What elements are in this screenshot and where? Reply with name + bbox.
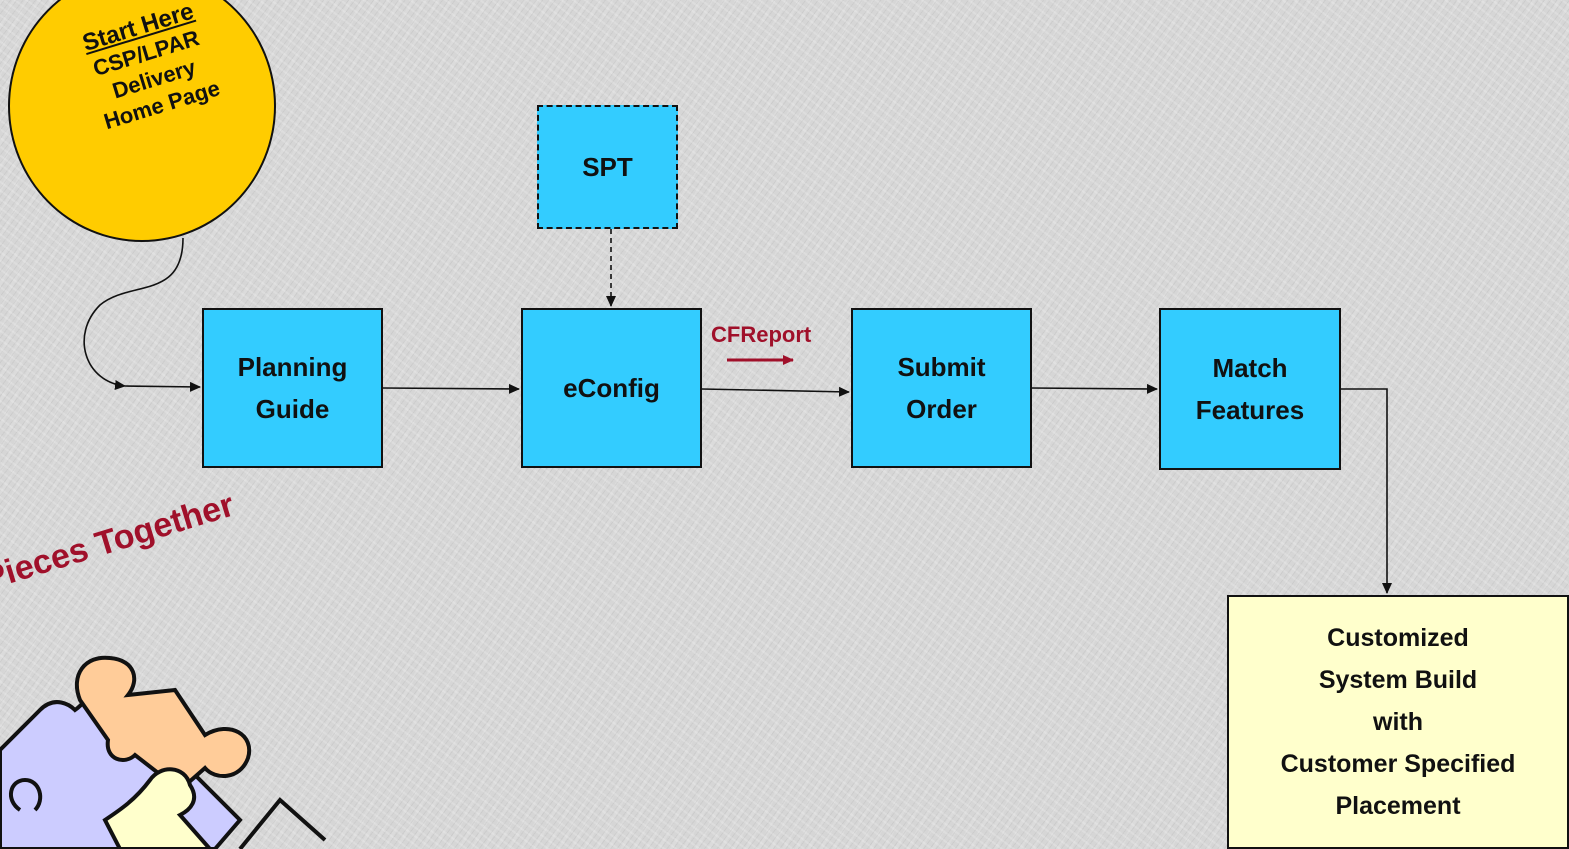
outcome-line: Customized <box>1327 624 1469 652</box>
node-label: SPT <box>582 152 633 182</box>
arrow-econfig-to-submit <box>701 386 850 397</box>
outcome-line: with <box>1373 708 1423 736</box>
node-label: Match <box>1212 353 1288 383</box>
node-match-features[interactable]: Match Features <box>1159 308 1341 470</box>
node-planning-guide[interactable]: Planning Guide <box>202 308 383 468</box>
outcome-line: Customer Specified <box>1280 750 1516 778</box>
node-label: Features <box>1195 395 1305 425</box>
puzzle-pieces-icon <box>0 655 327 849</box>
arrow-submit-to-match <box>1030 383 1158 394</box>
arrow-to-planning-guide <box>124 381 201 392</box>
node-label: Planning <box>237 352 348 382</box>
outcome-line: System Build <box>1318 666 1478 694</box>
node-label: Order <box>906 394 977 424</box>
start-here-text: Start Here CSP/LPAR Delivery Home Page <box>19 0 280 153</box>
puzzle-piece-knob-icon <box>9 777 43 812</box>
node-submit-order[interactable]: Submit Order <box>851 308 1032 468</box>
cfreport-label: CFReport <box>711 322 812 347</box>
outcome-box[interactable]: Customized System Build with Customer Sp… <box>1227 595 1569 849</box>
puzzle-piece-outline-icon <box>238 797 327 849</box>
puzzle-piece-orange-icon <box>74 655 252 793</box>
node-label: Guide <box>255 394 330 424</box>
arrow-planning-to-econfig <box>382 383 520 394</box>
start-connector <box>83 237 184 390</box>
arrow-match-to-outcome <box>1341 388 1392 594</box>
start-here-badge[interactable]: Start Here CSP/LPAR Delivery Home Page <box>8 0 276 242</box>
outcome-line: Placement <box>1335 792 1461 820</box>
node-econfig[interactable]: eConfig <box>521 308 702 468</box>
node-label: Submit <box>897 352 986 382</box>
node-label: eConfig <box>563 373 660 403</box>
puzzle-piece-yellow-icon <box>102 767 213 849</box>
node-spt[interactable]: SPT <box>537 105 678 229</box>
